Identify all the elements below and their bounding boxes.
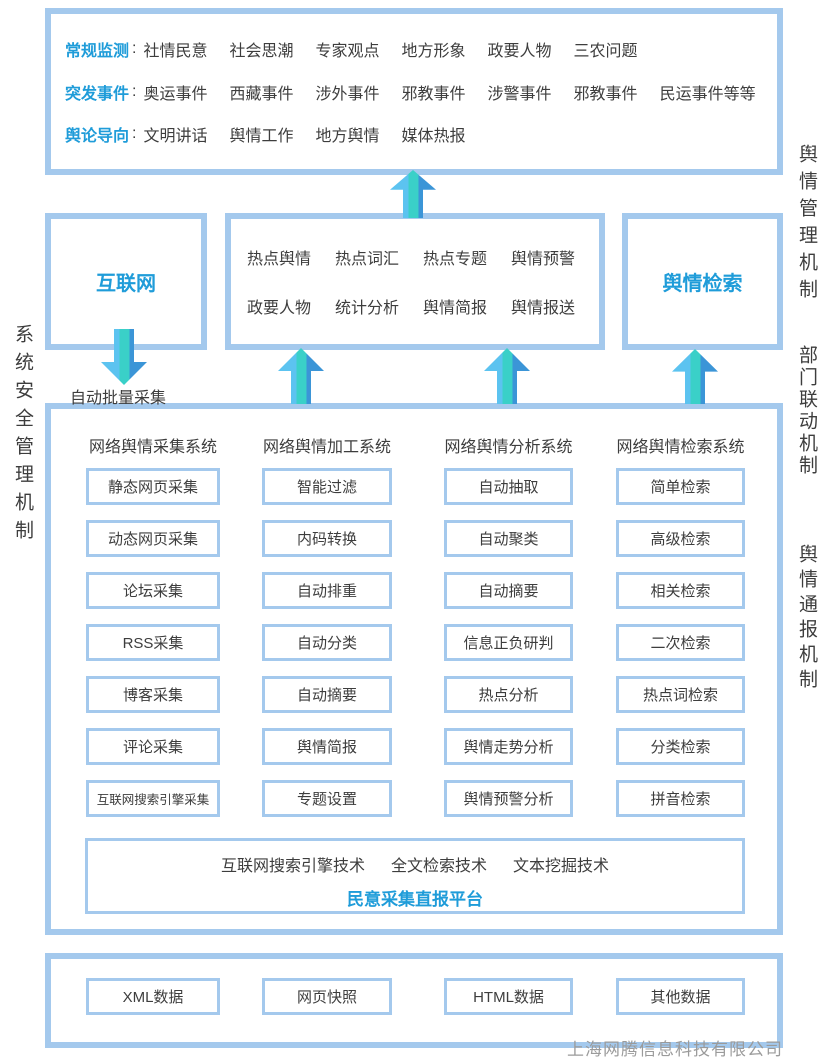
retrieval-label: 舆情检索	[662, 273, 743, 295]
monitor-item: 社情民意	[143, 42, 208, 60]
label-system-security-mechanism: 系统安全管理机制	[12, 324, 33, 548]
module-box: 简单检索	[616, 468, 745, 505]
module-box: 静态网页采集	[86, 468, 220, 505]
label-opinion-management-mechanism: 舆情管理机制	[796, 144, 817, 306]
module-box: 自动摘要	[444, 572, 573, 609]
monitoring-scope-panel: 常规监测: 社情民意 社会思潮 专家观点 地方形象 政要人物 三农问题 突发事件…	[45, 8, 783, 175]
data-box-html: HTML数据	[444, 978, 573, 1015]
monitor-item: 专家观点	[315, 42, 380, 60]
function-item: 政要人物	[247, 300, 312, 318]
monitor-item: 政要人物	[487, 42, 552, 60]
module-box: 高级检索	[616, 520, 745, 557]
module-box: 自动分类	[262, 624, 392, 661]
monitor-item: 邪教事件	[401, 85, 466, 103]
monitor-item: 文明讲话	[143, 128, 208, 146]
monitor-item: 地方舆情	[315, 128, 380, 146]
company-watermark: 上海网腾信息科技有限公司	[567, 1040, 783, 1058]
arrow-up-icon	[672, 349, 718, 404]
module-box: 热点词检索	[616, 676, 745, 713]
function-item: 热点词汇	[335, 250, 400, 268]
arrow-up-icon	[484, 348, 530, 404]
colon: :	[132, 39, 137, 57]
module-box: 舆情简报	[262, 728, 392, 765]
module-box: 相关检索	[616, 572, 745, 609]
monitor-item: 民运事件等等	[659, 85, 756, 103]
function-item: 统计分析	[335, 300, 400, 318]
module-box: 舆情预警分析	[444, 780, 573, 817]
auto-batch-collect-label: 自动批量采集	[70, 390, 167, 407]
module-box: 内码转换	[262, 520, 392, 557]
internet-box: 互联网	[45, 213, 207, 350]
row-regular-monitoring: 常规监测: 社情民意 社会思潮 专家观点 地方形象 政要人物 三农问题	[65, 37, 767, 61]
technology-item: 互联网搜索引擎技术	[220, 858, 365, 875]
module-box: 自动聚类	[444, 520, 573, 557]
module-box: 舆情走势分析	[444, 728, 573, 765]
arrow-up-to-monitoring-icon	[390, 170, 436, 218]
module-box: 智能过滤	[262, 468, 392, 505]
module-box: RSS采集	[86, 624, 220, 661]
arrow-up-icon	[278, 348, 324, 404]
monitor-item: 地方形象	[401, 42, 466, 60]
column-retrieval-modules: 简单检索 高级检索 相关检索 二次检索 热点词检索 分类检索 拼音检索	[616, 468, 745, 817]
function-row: 政要人物 统计分析 舆情简报 舆情报送	[247, 294, 599, 318]
internet-label: 互联网	[96, 273, 156, 295]
platform-label: 民意采集直报平台	[347, 890, 483, 909]
technology-item: 文本挖掘技术	[513, 858, 610, 875]
colon: :	[132, 125, 137, 143]
column-analysis-modules: 自动抽取 自动聚类 自动摘要 信息正负研判 热点分析 舆情走势分析 舆情预警分析	[444, 468, 573, 817]
monitor-item: 媒体热报	[401, 128, 466, 146]
colon: :	[132, 82, 137, 100]
opinion-retrieval-box: 舆情检索	[622, 213, 783, 350]
column-collection-modules: 静态网页采集 动态网页采集 论坛采集 RSS采集 博客采集 评论采集 互联网搜索…	[86, 468, 220, 817]
module-box: 博客采集	[86, 676, 220, 713]
column-header-collection: 网络舆情采集系统	[88, 439, 217, 456]
column-processing-modules: 智能过滤 内码转换 自动排重 自动分类 自动摘要 舆情简报 专题设置	[262, 468, 392, 817]
module-box: 论坛采集	[86, 572, 220, 609]
technology-platform-box: 互联网搜索引擎技术 全文检索技术 文本挖掘技术 民意采集直报平台	[85, 838, 745, 914]
monitor-item: 邪教事件	[573, 85, 638, 103]
module-box: 自动摘要	[262, 676, 392, 713]
module-box: 专题设置	[262, 780, 392, 817]
monitor-item: 西藏事件	[229, 85, 294, 103]
function-item: 热点专题	[423, 250, 488, 268]
function-item: 舆情报送	[511, 300, 576, 318]
monitor-item: 涉警事件	[487, 85, 552, 103]
label-opinion-report-mechanism: 舆情通报机制	[796, 544, 817, 694]
monitor-item: 社会思潮	[229, 42, 294, 60]
arrow-down-collect-icon	[101, 329, 147, 385]
column-header-retrieval: 网络舆情检索系统	[616, 439, 745, 456]
technology-row: 互联网搜索引擎技术 全文检索技术 文本挖掘技术	[208, 852, 622, 876]
function-item: 舆情简报	[423, 300, 488, 318]
data-box-snapshot: 网页快照	[262, 978, 392, 1015]
row-label: 舆论导向	[65, 128, 130, 146]
module-box: 信息正负研判	[444, 624, 573, 661]
monitor-item: 奥运事件	[143, 85, 208, 103]
module-box: 分类检索	[616, 728, 745, 765]
row-emergency-events: 突发事件: 奥运事件 西藏事件 涉外事件 邪教事件 涉警事件 邪教事件 民运事件…	[65, 80, 767, 104]
column-header-analysis: 网络舆情分析系统	[444, 439, 573, 456]
function-row: 热点舆情 热点词汇 热点专题 舆情预警	[247, 245, 599, 269]
module-box: 热点分析	[444, 676, 573, 713]
function-item: 舆情预警	[511, 250, 576, 268]
row-label: 突发事件	[65, 85, 130, 103]
function-item: 热点舆情	[247, 250, 312, 268]
monitor-item: 三农问题	[573, 42, 638, 60]
label-department-linkage-mechanism: 部门联动机制	[796, 345, 817, 477]
data-box-other: 其他数据	[616, 978, 745, 1015]
data-box-xml: XML数据	[86, 978, 220, 1015]
technology-item: 全文检索技术	[390, 858, 487, 875]
column-header-processing: 网络舆情加工系统	[262, 439, 391, 456]
row-opinion-guidance: 舆论导向: 文明讲话 舆情工作 地方舆情 媒体热报	[65, 122, 767, 146]
module-box: 拼音检索	[616, 780, 745, 817]
opinion-functions-box: 热点舆情 热点词汇 热点专题 舆情预警 政要人物 统计分析 舆情简报 舆情报送	[225, 213, 605, 350]
module-box: 自动抽取	[444, 468, 573, 505]
module-box: 动态网页采集	[86, 520, 220, 557]
module-box: 自动排重	[262, 572, 392, 609]
module-box: 二次检索	[616, 624, 745, 661]
row-label: 常规监测	[65, 42, 130, 60]
monitor-item: 舆情工作	[229, 128, 294, 146]
module-box: 互联网搜索引擎采集	[86, 780, 220, 817]
module-box: 评论采集	[86, 728, 220, 765]
monitor-item: 涉外事件	[315, 85, 380, 103]
